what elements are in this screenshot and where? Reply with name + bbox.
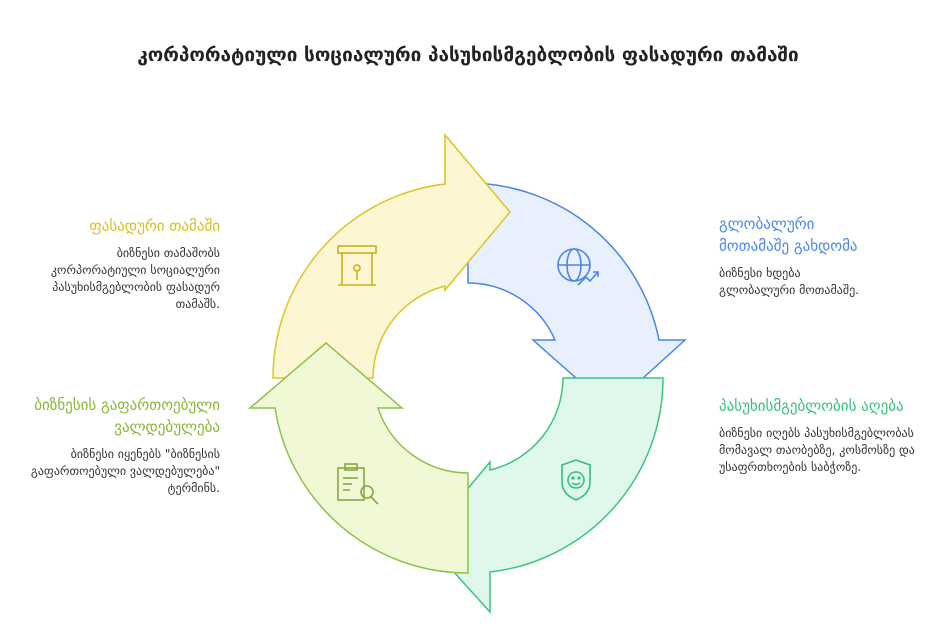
step-description: ბიზნესი ხდება გლობალური მოთამაშე.: [719, 266, 859, 297]
segment-blue: [467, 182, 687, 410]
step-heading: ფასადური თამაში: [89, 217, 220, 235]
step-heading: ბიზნესის გაფართოებული ვალდებულება: [34, 396, 220, 436]
step-take-responsibility: პასუხისმგებლობის აღება ბიზნესი იღებს პას…: [719, 395, 919, 476]
diagram-title: კორპორატიული სოციალური პასუხისმგებლობის …: [137, 44, 799, 66]
step-heading: გლობალური მოთამაშე გახდომა: [719, 215, 858, 255]
step-global-player: გლობალური მოთამაშე გახდომა ბიზნესი ხდება…: [719, 213, 869, 299]
clipboard-search-icon: [337, 463, 379, 505]
step-description: ბიზნესი თამაშობს კორპორატიული სოციალური …: [50, 246, 220, 311]
step-description: ბიზნესი იყენებს "ბიზნესის გაფართოებული ვ…: [30, 447, 220, 495]
step-extended-obligation: ბიზნესის გაფართოებული ვალდებულება ბიზნეს…: [20, 394, 220, 497]
shield-face-icon: [561, 459, 591, 501]
globe-growth-icon: [557, 248, 599, 286]
segment-lightgreen: [247, 342, 469, 574]
step-description: ბიზნესი იღებს პასუხისმგებლობას მომავალ თ…: [719, 426, 915, 474]
stage-icon: [337, 245, 377, 286]
step-heading: პასუხისმგებლობის აღება: [719, 397, 904, 415]
segment-yellow-arrowhead: [400, 132, 511, 300]
step-facade-game: ფასადური თამაში ბიზნესი თამაშობს კორპორა…: [20, 215, 220, 313]
segment-green: [424, 377, 664, 614]
